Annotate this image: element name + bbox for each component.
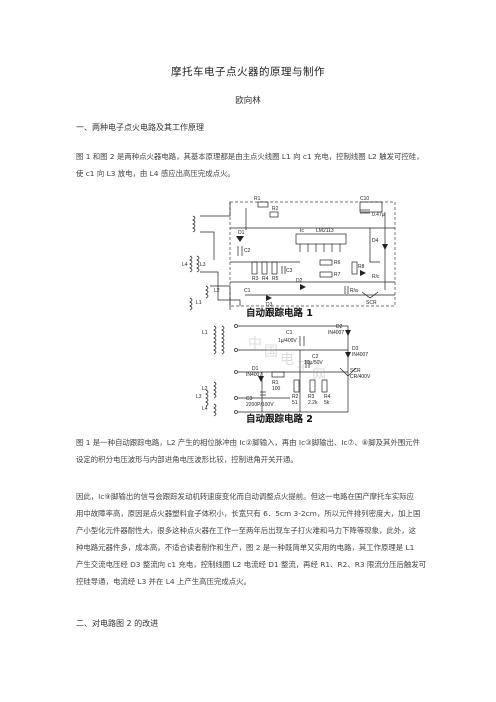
label-r8: R8 bbox=[358, 264, 365, 270]
fig2-label-r4v: 5k bbox=[324, 400, 330, 406]
label-r3: R3 bbox=[252, 276, 259, 282]
watermark: 中 国 电 子 网 bbox=[248, 335, 326, 383]
paragraph-figure-2: 因此，Ic⑨脚输出的信号会跟踪发动机转速度变化而自动调整点火提前。但这一电路在国… bbox=[76, 488, 427, 590]
label-r2: R2 bbox=[272, 206, 279, 212]
fig2-label-l3: L3 bbox=[196, 394, 202, 400]
fig2-label-d3v: IN4007 bbox=[352, 352, 368, 358]
fig2-label-d1v: IN4007 bbox=[246, 372, 262, 378]
fig2-label-l1: L1 bbox=[202, 330, 208, 336]
watermark-char: 国 bbox=[264, 343, 278, 359]
label-rc: R/c bbox=[372, 274, 380, 280]
fig2-label-scr: SCR bbox=[350, 368, 361, 374]
label-d4: D4 bbox=[372, 238, 379, 244]
label-l1: L1 bbox=[196, 300, 202, 306]
label-ra: R/a bbox=[350, 288, 358, 294]
fig2-label-d1: D1 bbox=[252, 366, 259, 372]
fig2-label-l2: L2 bbox=[202, 386, 208, 392]
label-c2: C2 bbox=[244, 248, 251, 254]
section-heading-2: 二、对电路图 2 的改进 bbox=[76, 619, 159, 628]
watermark-char: 网 bbox=[312, 367, 326, 383]
text-line: 设定的积分电压波形与内部进角电压波形比较，控制进角开关开通。 bbox=[76, 455, 298, 464]
fig2-label-c1v: 1μ/400V bbox=[278, 338, 297, 344]
text-line: 因此，Ic⑨脚输出的信号会跟踪发动机转速度变化而自动调整点火提前。但这一电路在国… bbox=[76, 492, 415, 501]
fig2-label-c2: C2 bbox=[312, 354, 319, 360]
fig2-label-r3: R3 bbox=[308, 394, 315, 400]
author: 欧向林 bbox=[235, 96, 261, 106]
label-l3: L3 bbox=[200, 262, 206, 268]
fig2-label-r1: R1 bbox=[272, 380, 279, 386]
text-line: 图 1 是一种自动跟踪电路，L2 产生的相位脉冲由 Ic②脚输入，再由 Ic③脚… bbox=[76, 438, 420, 447]
text-line: 种电路元器件多，成本高，不适合读者制作和生产，图 2 是一种既简单又实用的电路，… bbox=[76, 543, 415, 552]
label-l4: L4 bbox=[182, 262, 188, 268]
label-ic: Ic bbox=[300, 228, 304, 234]
label-l2: L2 bbox=[214, 288, 220, 294]
text-line: 使 c1 向 L3 放电，由 L4 感应出高压完成点火。 bbox=[76, 169, 235, 178]
label-r1: R1 bbox=[254, 196, 261, 202]
label-d2: D2 bbox=[296, 278, 303, 284]
fig2-label-scrv: CR/400V bbox=[350, 374, 371, 380]
text-line: 产小型化元件器耐性大，很多这种点火器在工作一至两年后出现车子打火难和马力下降等现… bbox=[76, 526, 416, 535]
label-r4: R4 bbox=[262, 276, 269, 282]
watermark-char: 电 bbox=[280, 351, 294, 367]
label-c3: C3 bbox=[286, 268, 293, 274]
fig2-label-r1v: 100 bbox=[272, 386, 281, 392]
intro-paragraph: 图 1 和图 2 是两种点火器电路，其基本原理都是由主点火线圈 L1 向 c1 … bbox=[76, 148, 424, 182]
figure-1-caption: 自动跟踪电路 1 bbox=[246, 307, 313, 319]
text-line: 用中故障率高，原因是点火器塑料盒子体积小，长宽只有 6．5cm 3-2cm，所以… bbox=[76, 509, 421, 518]
fig2-label-r2: R2 bbox=[292, 394, 299, 400]
circuit-diagram-2 bbox=[205, 324, 357, 417]
label-r6: R6 bbox=[334, 260, 341, 266]
label-cap1: 0.47μ bbox=[372, 212, 385, 218]
text-line: 产生交流电压经 D3 整流向 c1 充电，控制线圈 L2 电流经 D1 整流，再… bbox=[76, 560, 427, 569]
label-scr: SCR bbox=[366, 300, 377, 306]
figure-2-caption: 自动跟踪电路 2 bbox=[246, 413, 313, 425]
fig2-label-r4: R4 bbox=[324, 394, 331, 400]
label-d1: D1 bbox=[238, 230, 245, 236]
label-c1: C1 bbox=[244, 288, 251, 294]
watermark-char: 子 bbox=[296, 359, 310, 375]
section-heading-1: 一、两种电子点火电路及其工作原理 bbox=[76, 123, 204, 132]
fig2-label-c3: C3 bbox=[246, 396, 253, 402]
fig2-label-c1: C1 bbox=[286, 330, 293, 336]
fig2-label-l4: L4 bbox=[202, 406, 208, 412]
fig2-label-r2v: 51 bbox=[292, 400, 298, 406]
paragraph-figure-1: 图 1 是一种自动跟踪电路，L2 产生的相位脉冲由 Ic②脚输入，再由 Ic③脚… bbox=[76, 434, 422, 468]
label-r5: R5 bbox=[272, 276, 279, 282]
text-line: 控硅导通，电流经 L3 并在 L4 上产生高压完成点火。 bbox=[76, 577, 251, 586]
fig2-label-c2v: 10μ/50V bbox=[304, 360, 323, 366]
document-title: 摩托车电子点火器的原理与制作 bbox=[171, 66, 325, 78]
fig2-label-r3v: 2.2k bbox=[308, 400, 318, 406]
label-r7: R7 bbox=[334, 272, 341, 278]
fig2-label-c3v: 2200P/100V bbox=[246, 402, 274, 408]
fig2-label-d2: D2 bbox=[336, 324, 343, 330]
text-line: 图 1 和图 2 是两种点火器电路，其基本原理都是由主点火线圈 L1 向 c1 … bbox=[76, 152, 424, 161]
label-d3: D3 bbox=[266, 302, 273, 308]
label-c10: C10 bbox=[360, 196, 369, 202]
fig2-label-d2v: IN4007 bbox=[328, 330, 344, 336]
fig2-label-d3: D3 bbox=[352, 346, 359, 352]
label-ic-chip: LM2113 bbox=[316, 228, 334, 234]
watermark-char: 中 bbox=[248, 335, 262, 351]
